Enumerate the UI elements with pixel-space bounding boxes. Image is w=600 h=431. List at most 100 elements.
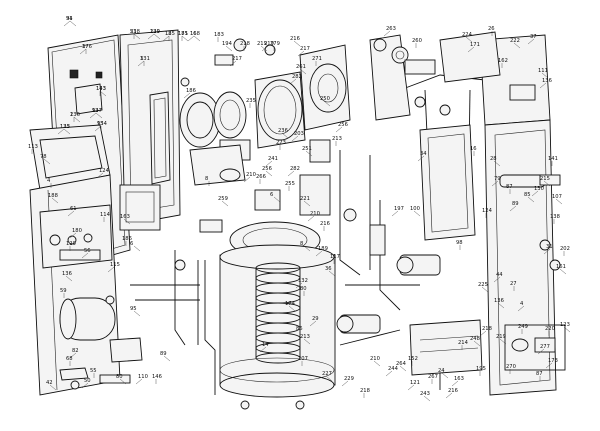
leader-line xyxy=(297,50,305,57)
callout-label: 223 xyxy=(276,140,286,146)
callout-label: 270 xyxy=(506,364,516,370)
leader-line xyxy=(517,305,525,312)
leader-line xyxy=(81,382,89,389)
small-parts xyxy=(105,38,451,410)
callout-label: 125 xyxy=(60,124,70,130)
leader-line xyxy=(281,132,289,139)
callout-label: 266 xyxy=(256,174,266,180)
callout-label: 176 xyxy=(82,44,92,50)
leader-line xyxy=(467,46,475,53)
leader-line xyxy=(287,170,295,177)
expansion-vessel xyxy=(59,297,116,341)
leader-line xyxy=(563,326,571,333)
callout-label: 85 xyxy=(524,192,531,198)
callout-label: 18 xyxy=(165,31,172,37)
callout-label: 243 xyxy=(420,391,430,397)
callout-label: 216 xyxy=(290,36,300,42)
leader-line xyxy=(261,45,269,52)
leader-line xyxy=(289,78,297,85)
callout-label: 152 xyxy=(408,356,418,362)
leader-line xyxy=(123,218,131,225)
callout-label: 31 xyxy=(66,16,73,22)
callout-label: 87 xyxy=(506,184,513,190)
leader-line xyxy=(527,196,535,203)
side-fittings xyxy=(499,84,561,271)
callout-label: 161 xyxy=(556,264,566,270)
callout-label: 219 xyxy=(264,41,274,47)
callout-label: 229 xyxy=(344,376,354,382)
leader-line xyxy=(491,180,499,187)
callout-label: 213 xyxy=(300,334,310,340)
leader-line xyxy=(73,116,81,123)
leader-line xyxy=(69,20,77,27)
leader-line xyxy=(135,378,143,385)
leader-line xyxy=(181,35,189,42)
callout-label: 87 xyxy=(536,371,543,377)
leader-line xyxy=(69,232,77,239)
leader-line xyxy=(89,112,97,119)
leader-line xyxy=(385,370,393,377)
leader-line xyxy=(499,338,507,345)
callout-label: 55 xyxy=(90,368,97,374)
leader-line xyxy=(413,210,421,217)
leader-line xyxy=(307,215,315,222)
callout-label: 279 xyxy=(270,41,280,47)
callout-label: 251 xyxy=(302,146,312,152)
callout-label: 183 xyxy=(214,32,224,38)
callout-label: 207 xyxy=(298,356,308,362)
callout-label: 260 xyxy=(412,38,422,44)
callout-label: 202 xyxy=(560,246,570,252)
leader-line xyxy=(96,172,104,179)
callout-label: 194 xyxy=(222,41,233,47)
callout-label: 215 xyxy=(540,176,550,182)
callout-label: 133 xyxy=(60,124,70,130)
leader-line xyxy=(79,48,87,55)
leader-line xyxy=(323,100,331,107)
base-parts xyxy=(59,337,143,390)
callout-label: 115 xyxy=(110,262,120,268)
callout-label: 235 xyxy=(246,98,256,104)
callout-label: 163 xyxy=(454,376,464,382)
callout-label: 225 xyxy=(478,282,488,288)
leader-line xyxy=(543,180,551,187)
callout-label: 136 xyxy=(494,298,504,304)
callout-label: 123 xyxy=(560,322,570,328)
callout-label: 8 xyxy=(205,176,208,182)
callout-label: 68 xyxy=(66,356,73,362)
callout-label: 117 xyxy=(330,254,340,260)
callout-label: 168 xyxy=(190,31,200,37)
leader-line xyxy=(259,346,267,353)
callout-label: 267 xyxy=(428,374,438,380)
callout-label: 78 xyxy=(40,154,47,160)
leader-line xyxy=(67,210,75,217)
leader-line xyxy=(531,190,539,197)
callout-label: 221 xyxy=(300,196,310,202)
callout-label: 130 xyxy=(534,186,544,192)
upper-left-frame xyxy=(119,29,181,226)
callout-label: 188 xyxy=(48,193,58,199)
leader-line xyxy=(288,305,296,312)
callout-label: 14 xyxy=(262,342,269,348)
leader-line xyxy=(555,198,563,205)
right-frame xyxy=(369,31,557,396)
callout-label: 93 xyxy=(92,108,99,114)
callout-label: 220 xyxy=(545,326,555,332)
callout-label: 114 xyxy=(100,212,111,218)
leader-line xyxy=(81,252,89,259)
callout-label: 107 xyxy=(552,194,562,200)
callout-label: 29 xyxy=(312,316,319,322)
leader-line xyxy=(305,150,313,157)
leader-line xyxy=(527,38,535,45)
callout-label: 31 xyxy=(546,244,553,250)
leader-line xyxy=(481,286,489,293)
callout-label: 143 xyxy=(96,86,106,92)
callout-label: 214 xyxy=(458,340,469,346)
leader-line xyxy=(513,42,521,49)
callout-label: 131 xyxy=(140,56,150,62)
callout-label: 51 xyxy=(130,29,137,35)
callout-label: 4 xyxy=(47,178,51,184)
leader-line xyxy=(95,112,103,119)
callout-label: 227 xyxy=(322,371,332,377)
